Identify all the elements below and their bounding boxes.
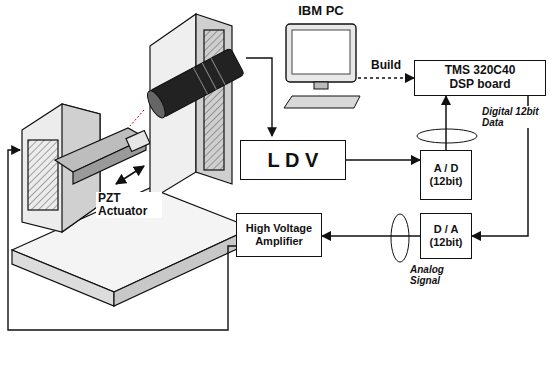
node-text: A / D (12bit) xyxy=(424,162,468,187)
adc-box: A / D (12bit) xyxy=(420,150,472,200)
part-label: PZT Actuator xyxy=(96,192,162,218)
signal-arrow xyxy=(346,159,420,161)
node-text: D / A (12bit) xyxy=(424,223,468,248)
monitor-screen xyxy=(292,30,350,74)
monitor-icon xyxy=(278,2,364,110)
bus-label: Analog Signal xyxy=(408,264,472,286)
bundle-ellipse xyxy=(391,214,409,262)
node-text: L D V xyxy=(268,149,319,172)
bus-label: Digital 12bit Data xyxy=(480,106,554,128)
drive-cable xyxy=(8,150,236,330)
computer: IBM PC xyxy=(278,2,364,110)
node-text: High Voltage Amplifier xyxy=(240,222,318,247)
monitor-stand xyxy=(314,82,328,89)
node-text: IBM PC xyxy=(298,4,344,19)
signal-arrow xyxy=(322,235,420,237)
ldv-box: L D V xyxy=(240,140,346,180)
signal-arrow xyxy=(445,96,447,150)
sensor-cable xyxy=(246,58,272,136)
laser-beam xyxy=(130,110,144,126)
dsp-board: TMS 320C40 DSP board xyxy=(414,60,546,96)
dac-box: D / A (12bit) xyxy=(420,213,472,259)
motion-arrow xyxy=(116,166,144,184)
amplifier-box: High Voltage Amplifier xyxy=(236,213,322,257)
monitor-case xyxy=(286,24,356,82)
node-text: TMS 320C40 DSP board xyxy=(431,64,529,92)
keyboard xyxy=(284,96,360,108)
signal-arrow xyxy=(358,77,414,79)
bundle-ellipse xyxy=(417,129,477,143)
edge-label: Build xyxy=(369,59,403,72)
laser-head xyxy=(144,48,245,120)
